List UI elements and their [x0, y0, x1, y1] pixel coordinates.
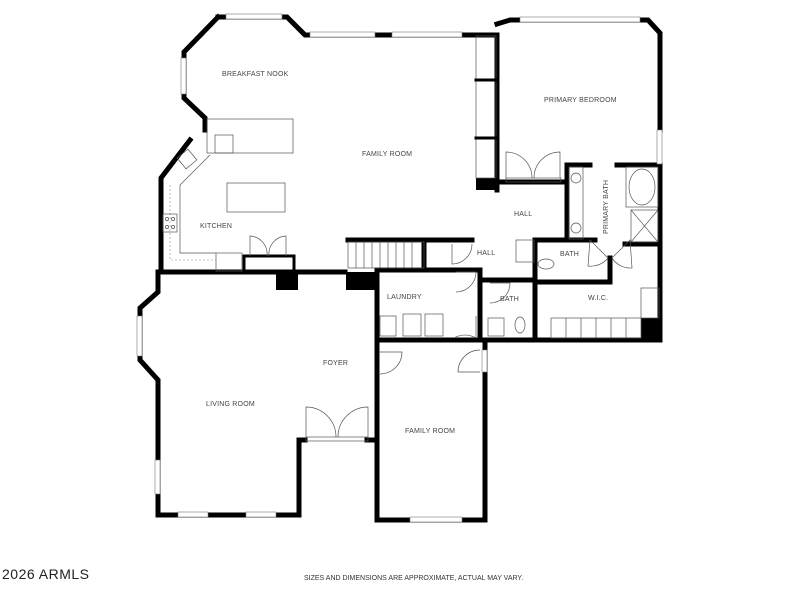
room-label-family-room-lower: FAMILY ROOM — [405, 428, 455, 435]
room-label-primary-bath: PRIMARY BATH — [603, 180, 610, 234]
walls — [137, 13, 663, 523]
room-label-hall: HALL — [514, 211, 532, 218]
room-label-family-room: FAMILY ROOM — [362, 151, 412, 158]
staircase — [347, 241, 425, 269]
fixtures — [162, 35, 660, 339]
room-label-primary-bedroom: PRIMARY BEDROOM — [544, 97, 617, 104]
room-label-living-room: LIVING ROOM — [206, 401, 255, 408]
doors — [249, 151, 633, 442]
room-labels: BREAKFAST NOOK FAMILY ROOM PRIMARY BEDRO… — [200, 71, 617, 435]
room-label-laundry: LAUNDRY — [387, 294, 422, 301]
disclaimer-text: SIZES AND DIMENSIONS ARE APPROXIMATE, AC… — [304, 575, 524, 582]
room-label-hall-lower: HALL — [477, 250, 495, 257]
room-label-bath-lower: BATH — [500, 296, 519, 303]
wall-blocks — [276, 178, 661, 340]
copyright-text: 2026 ARMLS — [2, 566, 90, 582]
room-label-wic: W.I.C. — [588, 295, 608, 302]
room-label-kitchen: KITCHEN — [200, 223, 232, 230]
room-label-bath: BATH — [560, 251, 579, 258]
room-label-breakfast-nook: BREAKFAST NOOK — [222, 71, 289, 78]
windows — [136, 13, 663, 523]
room-label-foyer: FOYER — [323, 360, 348, 367]
